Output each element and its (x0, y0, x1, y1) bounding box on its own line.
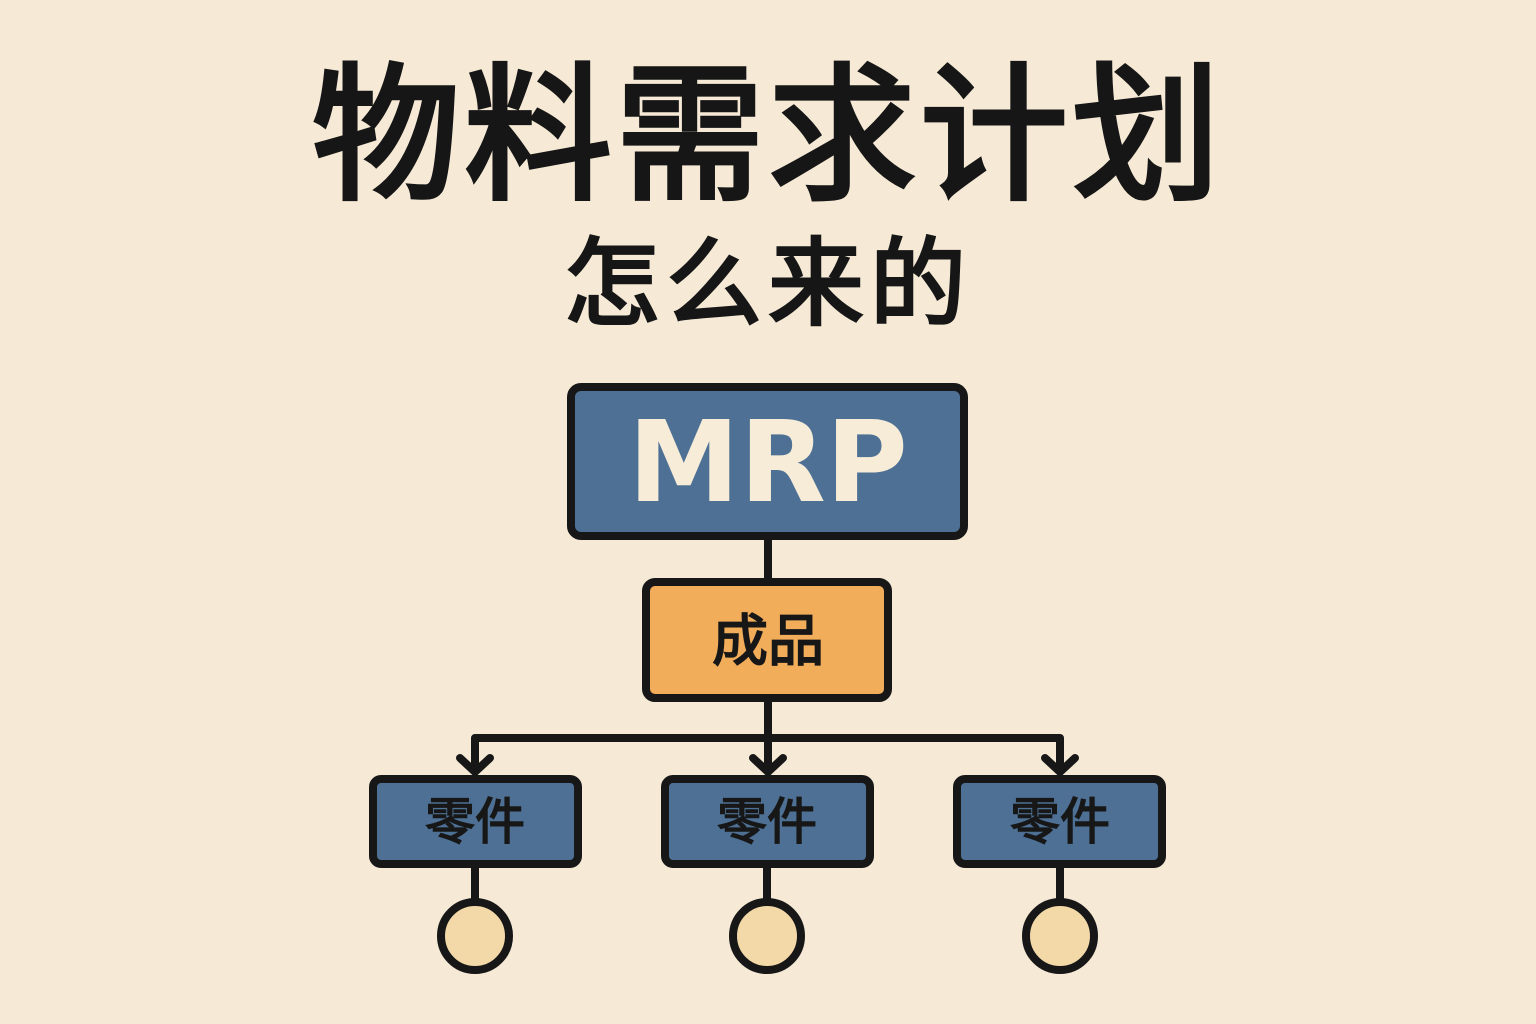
main-title: 物料需求计划 (312, 50, 1224, 222)
leaf-circle (437, 898, 513, 974)
product-node: 成品 (642, 578, 892, 702)
part-label: 零件 (1010, 793, 1110, 851)
subtitle: 怎么来的 (564, 228, 972, 340)
part-node: 零件 (369, 775, 582, 868)
part-node: 零件 (661, 775, 874, 868)
leaf-circle (1022, 898, 1098, 974)
leaf-circle (729, 898, 805, 974)
part-label: 零件 (425, 793, 525, 851)
part-node: 零件 (953, 775, 1166, 868)
mrp-label: MRP (628, 398, 908, 528)
product-label: 成品 (712, 610, 824, 675)
arrowhead-right (1041, 754, 1079, 776)
mrp-node: MRP (567, 383, 968, 540)
part-label: 零件 (717, 793, 817, 851)
connector-branch (471, 734, 1064, 774)
arrowhead-left (456, 754, 494, 776)
arrowhead-center (749, 754, 787, 776)
